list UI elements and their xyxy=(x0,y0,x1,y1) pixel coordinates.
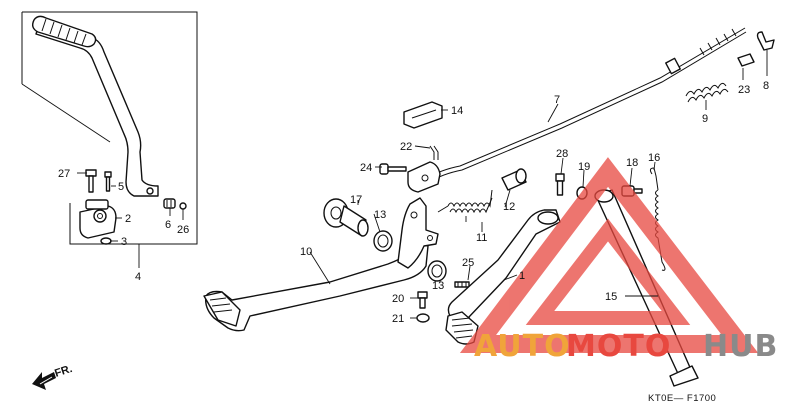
callout-3: 3 xyxy=(121,236,127,248)
callout-9: 9 xyxy=(702,113,708,125)
kick-starter-arm xyxy=(31,15,159,197)
watermark-triangle-inner xyxy=(525,218,691,325)
bolt-28 xyxy=(555,173,565,196)
pin-24 xyxy=(379,163,407,175)
cotter-pin-22 xyxy=(429,145,439,160)
callout-15: 15 xyxy=(605,291,617,303)
wing-nut-8 xyxy=(756,31,775,51)
watermark-text: AUTO MOTO HUB xyxy=(474,329,778,364)
diagram-code: KT0E— F1700 xyxy=(648,393,716,404)
callout-numbers: 27 5 2 3 4 6 26 7 8 9 10 11 12 13 13 14 … xyxy=(58,80,769,325)
bolt-20 xyxy=(417,291,428,309)
pin-6 xyxy=(163,198,176,209)
callout-16: 16 xyxy=(648,152,660,164)
bolt-25 xyxy=(454,281,470,288)
callout-5: 5 xyxy=(118,181,124,193)
callout-7: 7 xyxy=(554,94,560,106)
watermark-hub: HUB xyxy=(703,329,778,364)
callout-17: 17 xyxy=(350,194,362,206)
plate-14 xyxy=(403,101,443,129)
nut-3 xyxy=(100,237,112,245)
callout-12: 12 xyxy=(503,201,515,213)
watermark-moto: MOTO xyxy=(566,329,671,364)
bolt-27 xyxy=(85,169,97,193)
watermark-auto: AUTO xyxy=(474,329,571,364)
brake-rod xyxy=(427,27,747,183)
callout-6: 6 xyxy=(165,219,171,231)
bolt-5 xyxy=(104,171,112,192)
callout-4: 4 xyxy=(135,271,141,283)
washer-13-b xyxy=(427,260,447,282)
spring-11 xyxy=(437,189,493,214)
kick-starter-group xyxy=(21,11,198,268)
callout-28: 28 xyxy=(556,148,568,160)
washer-26 xyxy=(179,202,187,210)
callout-2: 2 xyxy=(125,213,131,225)
pedal-bracket-plate xyxy=(397,197,439,269)
callout-19: 19 xyxy=(578,161,590,173)
cap-23 xyxy=(737,53,755,67)
callout-10: 10 xyxy=(300,246,312,258)
nut-21 xyxy=(416,313,430,323)
sleeve-12 xyxy=(501,168,527,191)
callout-25: 25 xyxy=(462,257,474,269)
kick-pivot-block xyxy=(79,199,117,239)
callout-14: 14 xyxy=(451,105,463,117)
front-arrow-icon: FR. xyxy=(32,363,74,390)
pivot-shaft-17 xyxy=(323,198,369,237)
watermark-triangle-outer xyxy=(459,157,759,353)
callout-26: 26 xyxy=(177,224,189,236)
watermark-logo xyxy=(459,157,759,353)
callout-8: 8 xyxy=(763,80,769,92)
callout-27: 27 xyxy=(58,168,70,180)
spring-9 xyxy=(685,82,729,103)
callout-11: 11 xyxy=(476,232,487,244)
callout-13-b: 13 xyxy=(432,280,444,292)
front-label: FR. xyxy=(53,363,74,380)
callout-22: 22 xyxy=(400,141,412,153)
callout-13-a: 13 xyxy=(374,209,386,221)
callout-21: 21 xyxy=(392,313,404,325)
callout-1: 1 xyxy=(519,270,525,282)
callout-20: 20 xyxy=(392,293,404,305)
washer-13-a xyxy=(373,230,393,252)
gearshift-pedal xyxy=(203,243,429,332)
callout-23: 23 xyxy=(738,84,750,96)
callout-18: 18 xyxy=(626,157,638,169)
rod-joint xyxy=(407,161,441,193)
callout-24: 24 xyxy=(360,162,372,174)
leader-lines xyxy=(77,50,768,319)
